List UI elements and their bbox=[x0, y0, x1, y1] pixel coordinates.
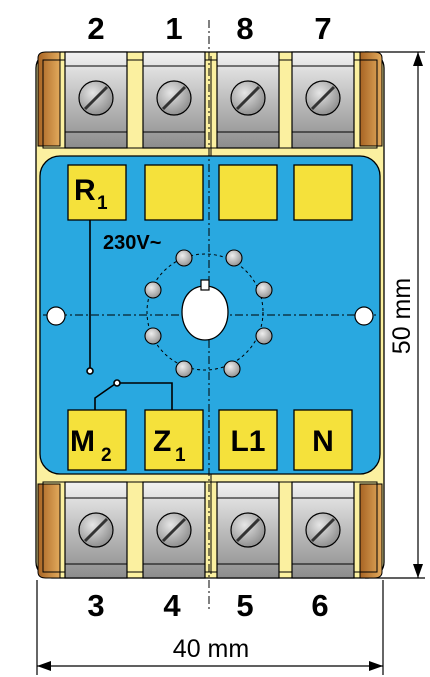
screw-icon bbox=[156, 512, 192, 548]
screw-icon bbox=[305, 512, 341, 548]
screw-icon bbox=[78, 80, 114, 116]
contact-box-l1 bbox=[218, 409, 278, 471]
terminal-number-top: 7 bbox=[314, 11, 331, 46]
screw-icon bbox=[305, 80, 341, 116]
contact-label-z: Z bbox=[153, 425, 171, 458]
contact-label-z-sub: 1 bbox=[175, 445, 186, 466]
bottom-terminal-blocks bbox=[64, 481, 355, 579]
terminal-number-top: 8 bbox=[236, 11, 253, 46]
mounting-hole-icon bbox=[46, 306, 374, 326]
dimension-arrowheads bbox=[37, 52, 423, 671]
octal-socket bbox=[43, 20, 377, 610]
contact-box-empty bbox=[218, 164, 278, 221]
bottom-screws bbox=[78, 512, 341, 548]
contact-box-empty bbox=[293, 164, 353, 221]
contact-label-l1: L1 bbox=[230, 425, 265, 458]
terminal-number-top: 1 bbox=[165, 11, 182, 46]
screw-icon bbox=[230, 80, 266, 116]
screw-icon bbox=[230, 512, 266, 548]
contact-box-empty bbox=[144, 164, 204, 221]
switch-contact bbox=[86, 220, 173, 410]
terminal-number-top: 2 bbox=[87, 11, 104, 46]
width-dimension-label: 40 mm bbox=[173, 635, 249, 663]
pin-icon bbox=[144, 249, 273, 378]
contact-label-r-sub: 1 bbox=[97, 193, 108, 214]
contact-boxes bbox=[67, 164, 353, 471]
contact-box-r1 bbox=[67, 164, 127, 221]
terminal-number-bottom: 4 bbox=[163, 588, 181, 623]
top-screws bbox=[78, 80, 341, 116]
screw-icon bbox=[78, 512, 114, 548]
contact-label-n: N bbox=[312, 425, 334, 458]
contact-label-r: R bbox=[74, 174, 96, 207]
contact-box-n bbox=[293, 409, 353, 471]
contact-label-m-sub: 2 bbox=[101, 445, 112, 466]
voltage-label: 230V~ bbox=[103, 232, 161, 254]
screw-icon bbox=[156, 80, 192, 116]
contact-box-z1 bbox=[144, 409, 204, 471]
terminal-number-bottom: 5 bbox=[236, 588, 253, 623]
contact-label-m: M bbox=[70, 425, 95, 458]
terminal-number-bottom: 3 bbox=[87, 588, 104, 623]
terminal-number-bottom: 6 bbox=[311, 588, 328, 623]
height-dimension-label: 50 mm bbox=[388, 278, 416, 354]
contact-box-m2 bbox=[67, 409, 127, 471]
